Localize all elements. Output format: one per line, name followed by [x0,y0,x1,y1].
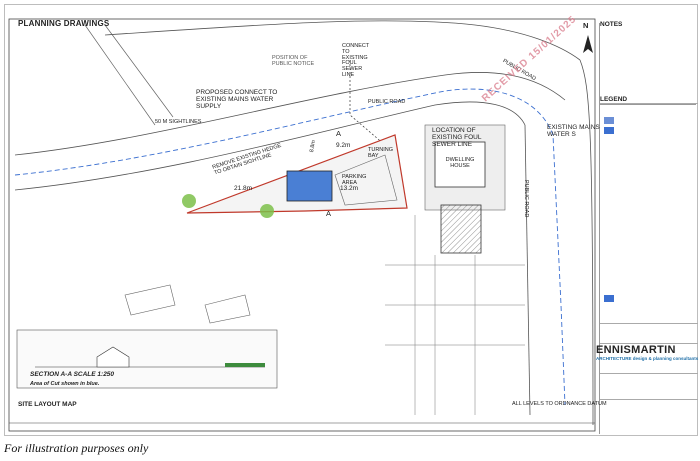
label-proposed-connect: PROPOSED CONNECT TO EXISTING MAINS WATER… [196,89,278,110]
section-inset [16,329,278,389]
label-public-road-1: PUBLIC ROAD [368,99,406,105]
label-location-sewer: LOCATION OF EXISTING FOUL SEWER LINE [432,127,482,148]
label-connect-foul: CONNECT TO EXISTING FOUL SEWER LINE [342,43,370,78]
drawing-title: PLANNING DRAWINGS [18,19,110,28]
old-lane [84,24,174,126]
drawing-frame [4,4,698,436]
illustration-caption: For illustration purposes only [4,441,149,455]
section-note: Area of Cut shown in blue. [30,381,100,387]
levels-note: ALL LEVELS TO ORDNANCE DATUM [512,401,607,407]
label-turning: TURNING BAY [368,147,394,159]
dimension-9-2: 9.2m [336,142,351,149]
north-arrow [583,35,593,53]
label-dwelling: DWELLING HOUSE [445,157,475,169]
section-marker-a2: A [326,209,332,218]
label-public-notice: POSITION OF PUBLIC NOTICE [272,55,315,67]
site-plan-drawing [8,18,696,432]
road-edge-north [104,20,581,61]
brand-name: ENNISMARTIN [596,344,676,356]
site-layout-label: SITE LAYOUT MAP [18,401,77,408]
label-public-road-3: PUBLIC ROAD [523,180,529,218]
section-marker-a1: A [336,129,342,138]
foul-sewer-line [349,60,386,146]
compass-letter: N [583,21,589,30]
tree-south [260,204,274,218]
road-edge-mid [14,72,566,156]
title-block [599,23,698,434]
plot-lines [124,284,251,324]
notes-label: NOTES [600,21,623,28]
label-parking: PARKING AREA [342,174,367,186]
brand-tagline: ARCHITECTURE design & planning consultan… [596,356,699,361]
legend-label: LEGEND [600,96,628,103]
section-title: SECTION A-A SCALE 1:250 [30,371,115,378]
road-edge-south [14,101,526,191]
public-road-east-edge-2 [579,59,594,426]
label-existing-mains: EXISTING MAINS WATER S [547,124,600,138]
proposed-house [286,170,333,202]
dimension-13-2: 13.2m [340,185,359,192]
public-road-east-edge [524,124,531,416]
tree-west [182,194,196,208]
label-sightlines: 50 M SIGHTLINES [155,119,202,125]
dimension-21-8: 21.8m [234,185,253,192]
water-main-line [14,88,566,406]
